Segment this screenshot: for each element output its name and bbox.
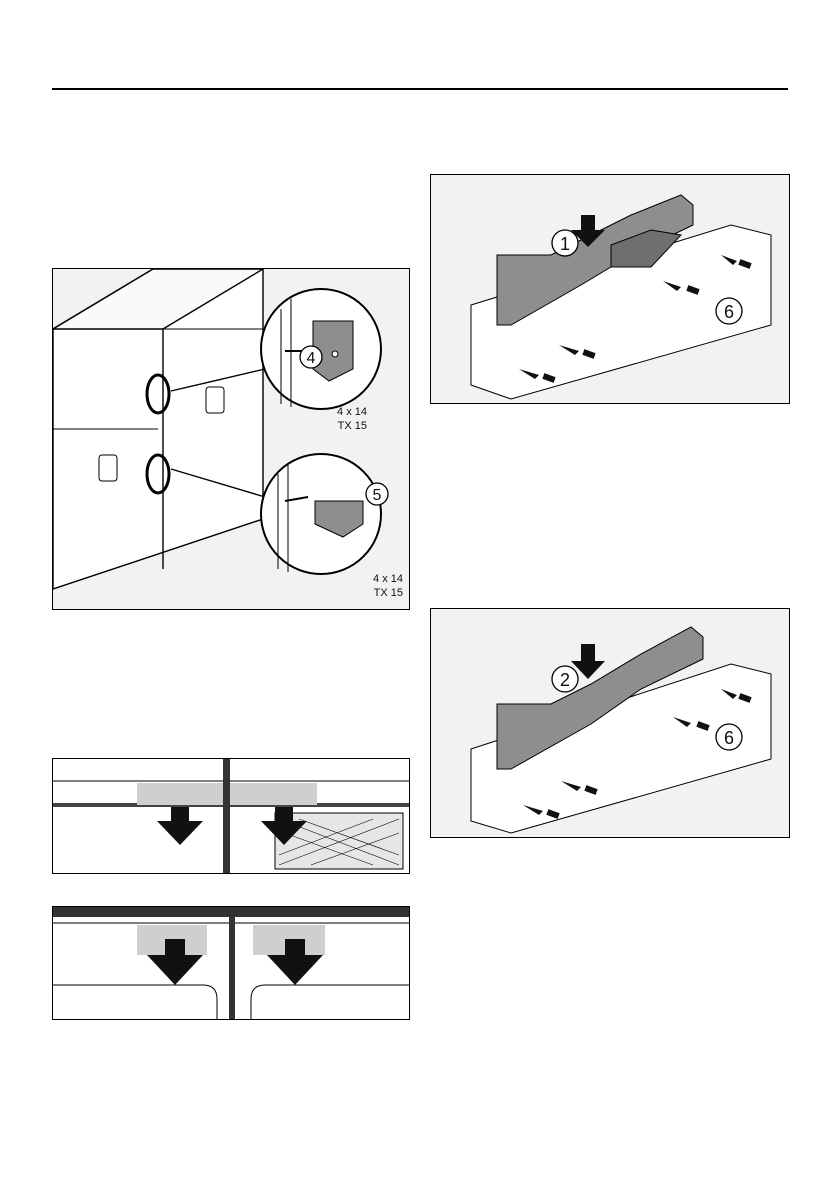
callout-number: 2	[560, 670, 570, 690]
base-strip-figure-bottom	[52, 906, 410, 1020]
screw-drive-label: TX 15	[374, 587, 403, 599]
header-rule	[52, 88, 788, 90]
screw-size-label: 4 x 14	[373, 573, 403, 585]
screw-size-label: 4 x 14	[337, 406, 367, 418]
cabinet-bracket-figure: 4 4 x 14 TX 15 5 4 x 14 TX 15	[52, 268, 410, 610]
callout-number: 6	[724, 728, 734, 748]
screw-drive-label: TX 15	[338, 420, 367, 432]
callout-number: 6	[724, 302, 734, 322]
cabinet-bracket-illustration: 4 4 x 14 TX 15 5 4 x 14 TX 15	[53, 269, 409, 609]
callout-number: 4	[307, 350, 316, 367]
callout-number: 5	[373, 487, 382, 504]
connector-bracket-figure-2: 2 6	[430, 608, 790, 838]
connector-bracket-figure-1: 1 6	[430, 174, 790, 404]
base-strip-figure-top	[52, 758, 410, 874]
callout-number: 1	[560, 234, 570, 254]
